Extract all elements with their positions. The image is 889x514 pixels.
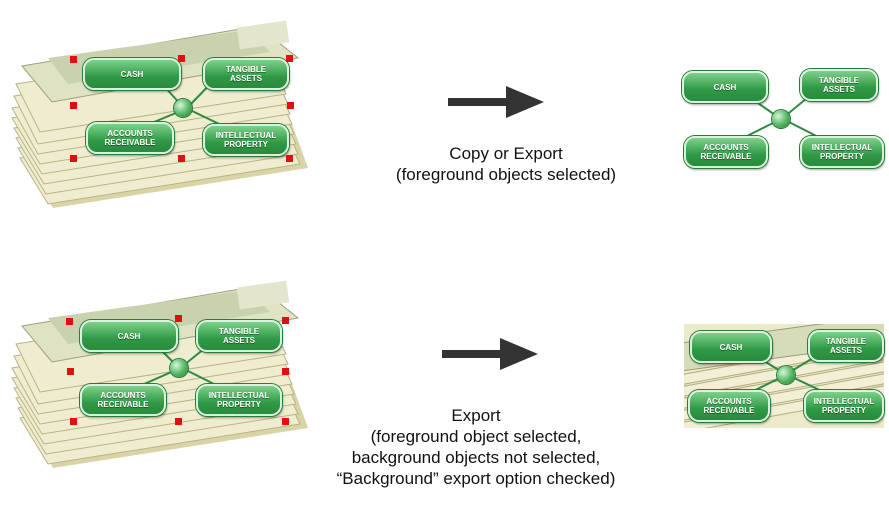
- intellectual-label-line2: PROPERTY: [819, 152, 864, 161]
- tangible-label-line1: TANGIBLE: [825, 337, 867, 346]
- accounts-label-line1: ACCOUNTS: [107, 129, 153, 138]
- intellectual-label-line2: PROPERTY: [223, 140, 268, 149]
- tangible-label-line2: ASSETS: [822, 85, 855, 94]
- selection-handle[interactable]: [282, 368, 289, 375]
- hub-node: [174, 99, 192, 117]
- arrow-right-icon-top: [448, 86, 544, 118]
- tangible-label-line2: ASSETS: [229, 74, 262, 83]
- caption-top-line1: Copy or Export: [449, 144, 563, 163]
- selection-handle[interactable]: [70, 56, 77, 63]
- caption-bottom-line4: “Background” export option checked): [336, 469, 616, 488]
- selection-handle[interactable]: [282, 317, 289, 324]
- caption-bottom-line3: background objects not selected,: [351, 448, 601, 467]
- tangible-assets-node: TANGIBLE ASSETS: [203, 58, 289, 90]
- cash-node-bottom: CASH: [80, 320, 178, 352]
- tangible-assets-node-result: TANGIBLE ASSETS: [800, 69, 878, 101]
- caption-bottom-line2: (foreground object selected,: [370, 427, 582, 446]
- accounts-label-line1: ACCOUNTS: [100, 391, 146, 400]
- intellectual-label-line2: PROPERTY: [216, 400, 261, 409]
- selection-handle[interactable]: [282, 418, 289, 425]
- tangible-label-line2: ASSETS: [222, 336, 255, 345]
- accounts-receivable-node: ACCOUNTS RECEIVABLE: [86, 122, 174, 154]
- selection-handle[interactable]: [70, 102, 77, 109]
- selection-handle[interactable]: [66, 318, 73, 325]
- accounts-label-line2: RECEIVABLE: [700, 152, 752, 161]
- accounts-label-line2: RECEIVABLE: [703, 406, 755, 415]
- cash-node-result: CASH: [682, 71, 768, 103]
- selection-handle[interactable]: [175, 418, 182, 425]
- cash-label: CASH: [713, 82, 737, 92]
- accounts-label-line1: ACCOUNTS: [703, 143, 749, 152]
- accounts-receivable-node-result-bottom: ACCOUNTS RECEIVABLE: [688, 390, 770, 422]
- hub-node-result-bottom: [777, 366, 795, 384]
- selection-handle[interactable]: [286, 155, 293, 162]
- intellectual-label-line2: PROPERTY: [821, 406, 866, 415]
- intellectual-property-node: INTELLECTUAL PROPERTY: [203, 124, 289, 156]
- hub-node-bottom: [170, 359, 188, 377]
- tangible-assets-node-bottom: TANGIBLE ASSETS: [196, 320, 282, 352]
- intellectual-label-line1: INTELLECTUAL: [813, 397, 875, 406]
- cash-label: CASH: [117, 331, 141, 341]
- accounts-receivable-node-bottom: ACCOUNTS RECEIVABLE: [80, 384, 166, 416]
- arrow-right-icon-bottom: [442, 338, 538, 370]
- intellectual-label-line1: INTELLECTUAL: [215, 131, 277, 140]
- selection-handle[interactable]: [178, 55, 185, 62]
- cash-node: CASH: [83, 58, 181, 90]
- caption-top: Copy or Export (foreground objects selec…: [356, 143, 656, 185]
- selection-handle[interactable]: [67, 368, 74, 375]
- intellectual-property-node-result-bottom: INTELLECTUAL PROPERTY: [804, 390, 884, 422]
- selection-handle[interactable]: [286, 55, 293, 62]
- tangible-assets-node-result-bottom: TANGIBLE ASSETS: [808, 330, 884, 362]
- accounts-label-line2: RECEIVABLE: [97, 400, 149, 409]
- tangible-label-line1: TANGIBLE: [218, 327, 260, 336]
- selection-handle[interactable]: [70, 155, 77, 162]
- intellectual-property-node-result: INTELLECTUAL PROPERTY: [800, 136, 884, 168]
- selection-handle[interactable]: [70, 418, 77, 425]
- caption-top-line2: (foreground objects selected): [395, 165, 617, 184]
- selection-handle[interactable]: [287, 102, 294, 109]
- tangible-label-line2: ASSETS: [829, 346, 862, 355]
- intellectual-label-line1: INTELLECTUAL: [208, 391, 270, 400]
- intellectual-label-line1: INTELLECTUAL: [811, 143, 873, 152]
- accounts-receivable-node-result: ACCOUNTS RECEIVABLE: [684, 136, 768, 168]
- tangible-label-line1: TANGIBLE: [818, 76, 860, 85]
- hub-node-result: [772, 110, 790, 128]
- accounts-label-line1: ACCOUNTS: [706, 397, 752, 406]
- caption-bottom: Export (foreground object selected, back…: [326, 405, 626, 489]
- caption-bottom-line1: Export: [451, 406, 501, 425]
- cash-node-result-bottom: CASH: [690, 331, 772, 363]
- tangible-label-line1: TANGIBLE: [225, 65, 267, 74]
- selection-handle[interactable]: [178, 155, 185, 162]
- accounts-label-line2: RECEIVABLE: [104, 138, 156, 147]
- intellectual-property-node-bottom: INTELLECTUAL PROPERTY: [196, 384, 282, 416]
- selection-handle[interactable]: [175, 315, 182, 322]
- cash-label: CASH: [120, 69, 144, 79]
- cash-label: CASH: [719, 342, 743, 352]
